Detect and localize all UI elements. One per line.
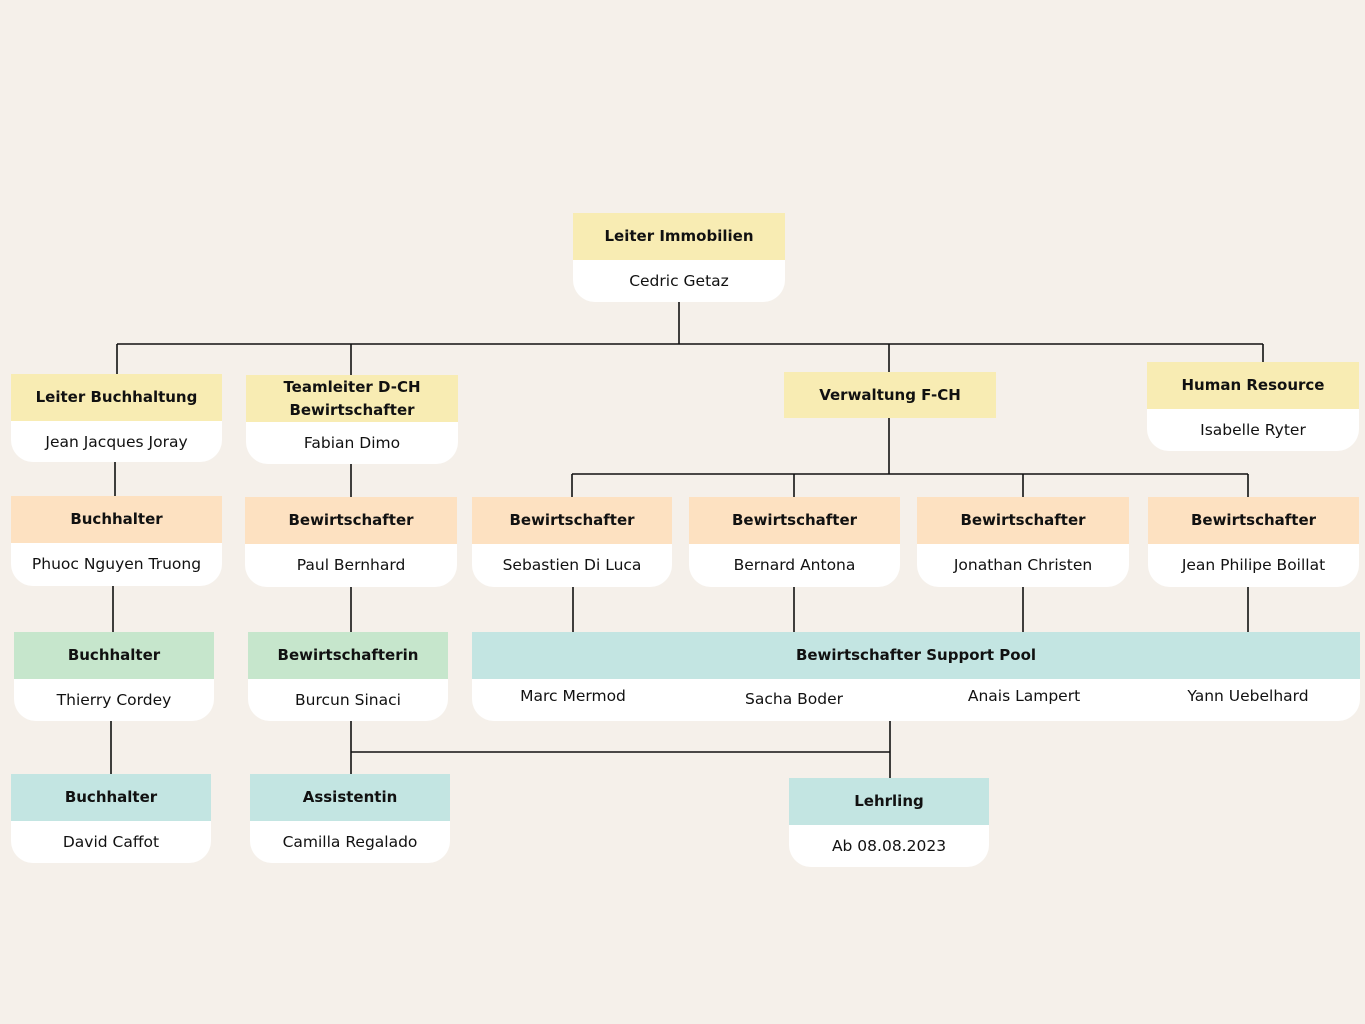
node-buchhalter-1: Buchhalter Phuoc Nguyen Truong	[11, 496, 222, 586]
node-title: Leiter Buchhaltung	[11, 374, 222, 421]
node-bewirtschafter-sebastien: Bewirtschafter Sebastien Di Luca	[472, 497, 672, 587]
node-title: Verwaltung F-CH	[784, 372, 996, 418]
node-leiter-buchhaltung: Leiter Buchhaltung Jean Jacques Joray	[11, 374, 222, 462]
node-bewirtschafterin: Bewirtschafterin Burcun Sinaci	[248, 632, 448, 721]
node-leiter-immobilien: Leiter Immobilien Cedric Getaz	[573, 213, 785, 302]
pool-member: Sacha Boder	[745, 690, 843, 708]
node-person: Fabian Dimo	[303, 434, 401, 452]
node-title: Assistentin	[250, 774, 450, 821]
node-title: Bewirtschafter	[917, 497, 1129, 544]
node-person: Burcun Sinaci	[295, 691, 401, 709]
node-title: Bewirtschafter Support Pool	[472, 632, 1360, 679]
node-lehrling: Lehrling Ab 08.08.2023	[789, 778, 989, 867]
node-title: Teamleiter D-CH Bewirtschafter	[246, 375, 458, 422]
node-person: Paul Bernhard	[296, 556, 406, 574]
node-person: Jonathan Christen	[953, 556, 1093, 574]
node-buchhalter-2: Buchhalter Thierry Cordey	[14, 632, 214, 721]
node-title: Leiter Immobilien	[573, 213, 785, 260]
node-title: Bewirtschafter	[472, 497, 672, 544]
pool-member: Anais Lampert	[967, 687, 1081, 705]
node-title: Bewirtschafter	[245, 497, 457, 544]
pool-member: Yann Uebelhard	[1187, 687, 1309, 705]
node-person: Camilla Regalado	[282, 833, 418, 851]
node-bewirtschafter-jeanphilipe: Bewirtschafter Jean Philipe Boillat	[1148, 497, 1359, 587]
node-teamleiter-dch: Teamleiter D-CH Bewirtschafter Fabian Di…	[246, 375, 458, 464]
node-title: Buchhalter	[11, 774, 211, 821]
node-title: Buchhalter	[14, 632, 214, 679]
node-bewirtschafter-bernard: Bewirtschafter Bernard Antona	[689, 497, 900, 587]
node-person: Phuoc Nguyen Truong	[31, 555, 202, 573]
node-person: David Caffot	[62, 833, 160, 851]
node-title: Human Resource	[1147, 362, 1359, 409]
node-verwaltung-fch: Verwaltung F-CH	[784, 372, 996, 418]
node-person: Cedric Getaz	[629, 272, 729, 290]
node-assistentin: Assistentin Camilla Regalado	[250, 774, 450, 863]
node-person: Sebastien Di Luca	[502, 556, 642, 574]
node-bewirtschafter-jonathan: Bewirtschafter Jonathan Christen	[917, 497, 1129, 587]
node-person: Ab 08.08.2023	[831, 837, 947, 855]
node-title: Lehrling	[789, 778, 989, 825]
node-title: Bewirtschafter	[1148, 497, 1359, 544]
node-bewirtschafter-paul: Bewirtschafter Paul Bernhard	[245, 497, 457, 587]
node-person: Thierry Cordey	[56, 691, 172, 709]
node-person: Bernard Antona	[733, 556, 856, 574]
pool-members: Marc Mermod Sacha Boder Anais Lampert Ya…	[472, 679, 1360, 721]
node-title: Bewirtschafterin	[248, 632, 448, 679]
node-buchhalter-3: Buchhalter David Caffot	[11, 774, 211, 863]
node-person: Jean Philipe Boillat	[1181, 556, 1326, 574]
node-person: Jean Jacques Joray	[45, 433, 188, 451]
node-person: Isabelle Ryter	[1200, 421, 1306, 439]
pool-member: Marc Mermod	[520, 687, 626, 705]
node-human-resource: Human Resource Isabelle Ryter	[1147, 362, 1359, 451]
node-title: Buchhalter	[11, 496, 222, 543]
node-title: Bewirtschafter	[689, 497, 900, 544]
node-support-pool: Bewirtschafter Support Pool Marc Mermod …	[472, 632, 1360, 721]
